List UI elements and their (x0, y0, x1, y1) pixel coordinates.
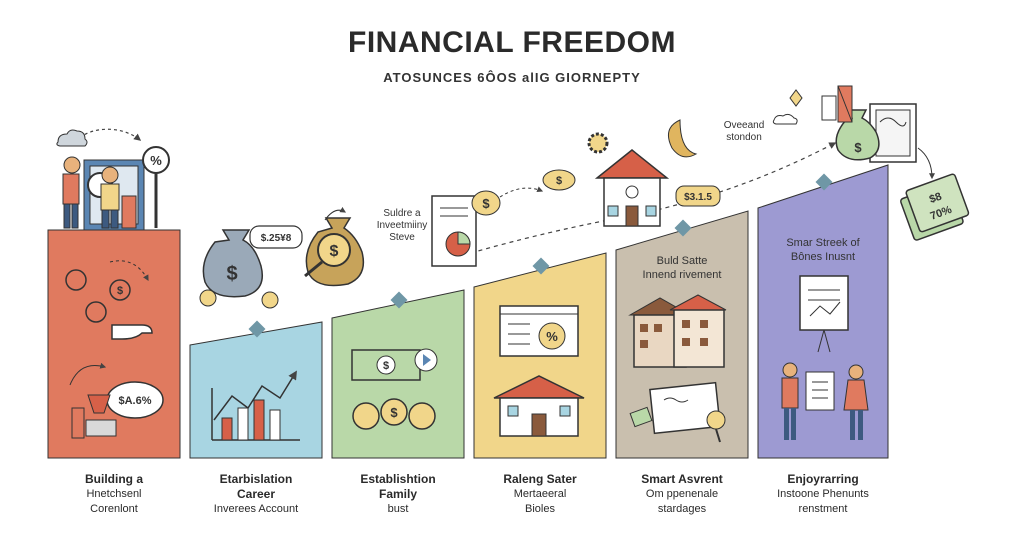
presentation-board-icon (799, 275, 849, 331)
house-icon: $3.1.5 (594, 119, 721, 227)
stage-label-4: Raleng Sater Mertaeeral Bioles (503, 472, 577, 515)
step-marker (390, 291, 408, 309)
svg-text:$: $ (556, 175, 562, 187)
svg-text:$: $ (482, 196, 490, 211)
goal-icons: $ $8 70% (772, 85, 970, 241)
stage-label-1: Building a Hnetchsenl Corenlont (85, 472, 143, 515)
dollar-magnifier-icon (317, 233, 351, 267)
hand-icon (111, 324, 153, 340)
coin-icon (471, 190, 501, 216)
stage-label-5: Smart Asvrent Om ppenenale stardages (641, 472, 723, 515)
cloud-icon (56, 129, 88, 147)
coin-icon (85, 301, 107, 323)
stage6-header: Smar Streek of Bônes Inusnt (786, 237, 860, 263)
price-tag-icon: $8 70% (900, 173, 970, 241)
stage2-chart-icon (211, 370, 300, 441)
coin-icon (542, 169, 576, 191)
moon-icon (667, 119, 698, 158)
cloud-icon (772, 113, 798, 125)
people-window-scene: % (56, 129, 170, 231)
svg-text:$: $ (330, 243, 339, 260)
svg-text:$.25¥8: $.25¥8 (261, 233, 292, 244)
person-figure (843, 379, 869, 411)
lamp-icon (87, 394, 111, 414)
stage3-icons: $ $ (351, 348, 438, 430)
progress-path-start (79, 128, 142, 141)
gear-icon (587, 132, 609, 154)
page-title: FINANCIAL FREEDOM (348, 26, 676, 59)
speech-bubble (249, 225, 303, 249)
contract-document-icon (649, 381, 721, 435)
svg-text:$: $ (383, 360, 389, 372)
coin-icon (261, 291, 279, 309)
investing-document: $ $ (431, 132, 609, 267)
step-marker (248, 320, 266, 338)
person-figure (781, 377, 799, 409)
stage-label-3: Establishtion Family bust (360, 472, 436, 515)
svg-text:$: $ (390, 405, 398, 420)
sparkle-icon (789, 89, 803, 107)
calculator-icon (821, 95, 837, 121)
coin-icon (199, 289, 217, 307)
svg-text:$: $ (117, 285, 123, 297)
money-bags: $ $.25¥8 $ (199, 206, 365, 309)
stage4-icons: % (493, 305, 585, 437)
stage-label-2: Etarbislation Career Inverees Account (213, 472, 299, 515)
coin-icon (65, 269, 87, 291)
svg-text:%: % (546, 329, 558, 344)
svg-text:%: % (150, 153, 162, 168)
svg-text:$8: $8 (928, 191, 944, 206)
stage6-icons (781, 275, 869, 440)
svg-text:$3.1.5: $3.1.5 (684, 192, 712, 203)
stage-label-6: Enjoyrarring Instoone Phenunts renstment (777, 472, 869, 515)
money-bag-icon (202, 229, 263, 298)
step-marker (674, 219, 692, 237)
person-figure (100, 183, 120, 211)
clipboard-icon (805, 371, 835, 411)
coin-stack-icon: $ (352, 398, 436, 430)
coin-icon (109, 279, 131, 301)
page-subtitle: ATOSUNCES 6ÔOS alIG GIORNEPTY (383, 70, 641, 85)
stage5-icons (628, 294, 727, 443)
svg-text:$A.6%: $A.6% (118, 395, 151, 407)
svg-text:$: $ (854, 140, 862, 155)
magnifier-icon (706, 410, 726, 430)
step-marker (815, 173, 833, 191)
svg-text:$: $ (226, 263, 237, 285)
step-marker (532, 257, 550, 275)
speech-bubble (675, 185, 721, 207)
person-figure (62, 173, 80, 205)
stage1-icons: $ $A.6% (65, 260, 164, 439)
step-markers (248, 173, 833, 338)
goal-label: Oveeand stondon (723, 120, 765, 143)
clock-icon (625, 185, 639, 199)
investing-label: Suldre a Inveetmiiny Steve (376, 208, 428, 243)
stage5-header: Buld Satte Innend rivement (642, 255, 722, 281)
